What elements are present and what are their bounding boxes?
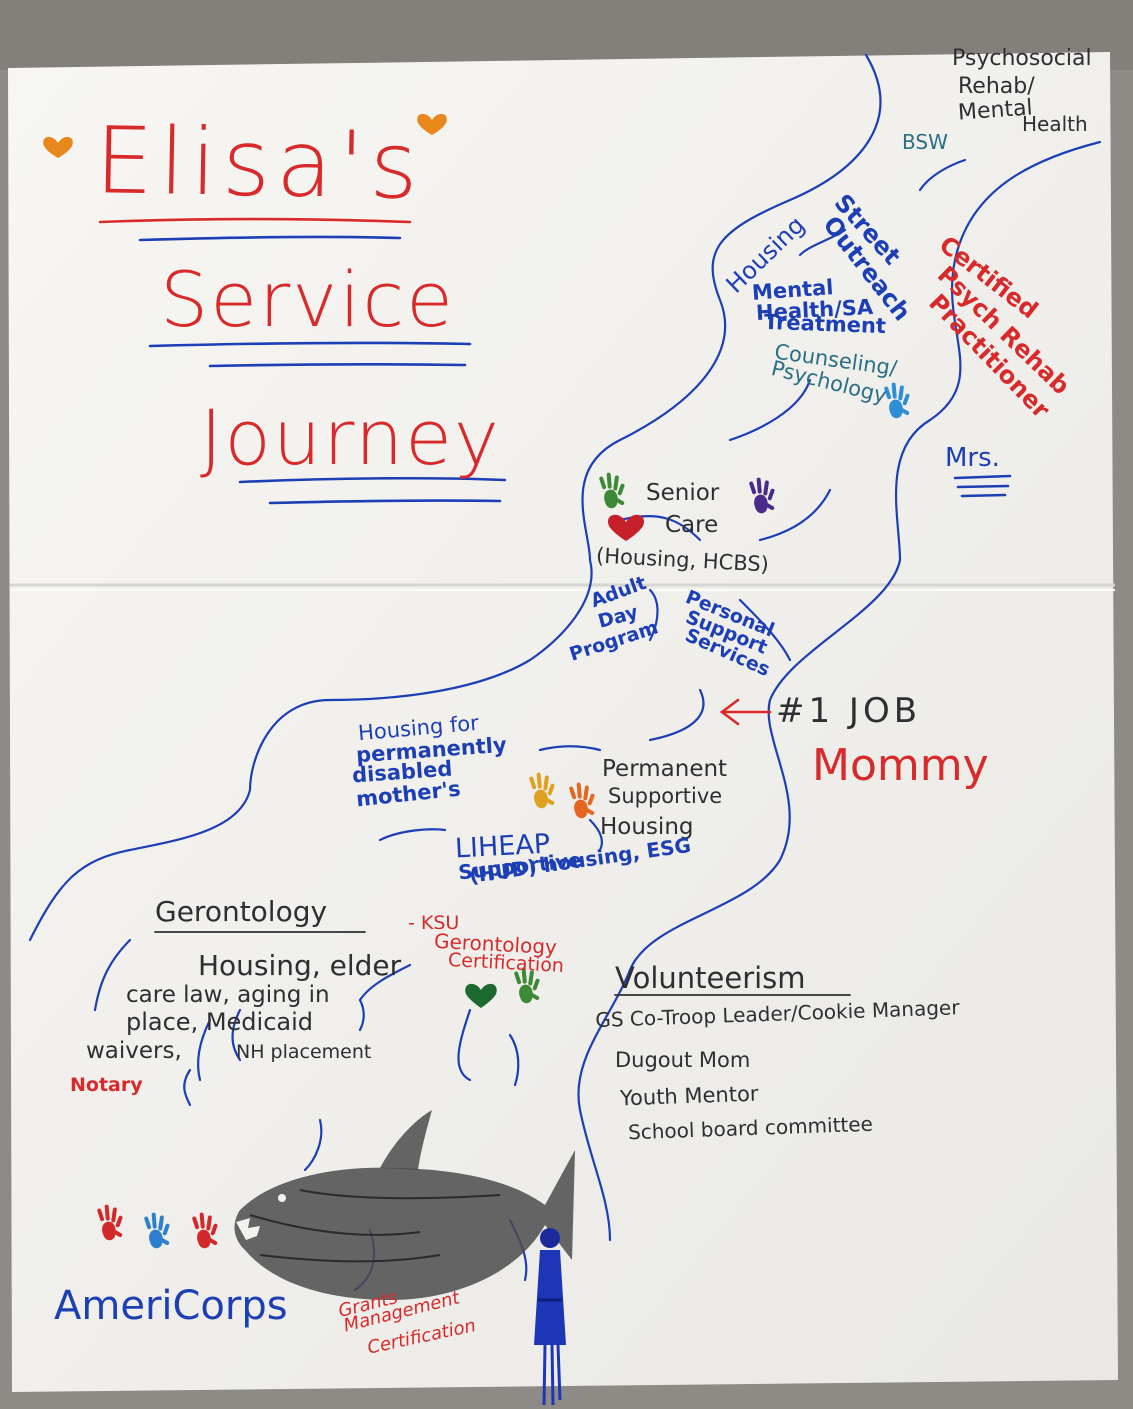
label-supportive: Supportive bbox=[608, 784, 723, 808]
vol-item-dugout-mom: Dugout Mom bbox=[615, 1048, 751, 1072]
label-psychosocial: Psychosocial bbox=[952, 46, 1092, 71]
label-nh-placement: NH placement bbox=[236, 1041, 372, 1063]
label-health: Health bbox=[1022, 112, 1088, 136]
label-waivers: waivers, bbox=[86, 1038, 182, 1064]
title-elisas: Elisa's bbox=[94, 107, 425, 220]
label-notary: Notary bbox=[70, 1074, 143, 1096]
label-gerontology: Gerontology bbox=[155, 895, 328, 928]
tassel-icon bbox=[534, 1228, 566, 1406]
label-care: Care bbox=[665, 512, 719, 538]
label-bsw: BSW bbox=[902, 130, 948, 154]
label-rehab: Rehab/ bbox=[958, 74, 1035, 99]
label-housing-psh: Housing bbox=[600, 814, 694, 840]
label-mommy: Mommy bbox=[812, 740, 989, 791]
label-mrs: Mrs. bbox=[945, 443, 1000, 473]
label-job: #1 JOB bbox=[776, 691, 922, 731]
orca-drawing-icon bbox=[234, 1110, 575, 1300]
title-journey: Journey bbox=[200, 393, 501, 482]
label-ksu: - KSU bbox=[408, 912, 460, 934]
label-americorps: AmeriCorps bbox=[54, 1283, 288, 1329]
title-service: Service bbox=[160, 255, 455, 344]
vol-item-youth-mentor: Youth Mentor bbox=[619, 1081, 759, 1111]
label-senior: Senior bbox=[646, 480, 720, 506]
label-place-medicaid: place, Medicaid bbox=[126, 1008, 314, 1036]
label-mental-health-sa-3: Treatment bbox=[763, 309, 887, 339]
label-volunteerism: Volunteerism bbox=[615, 961, 806, 995]
label-housing-elder: Housing, elder bbox=[198, 949, 402, 982]
label-care-law: care law, aging in bbox=[126, 982, 330, 1008]
label-permanent: Permanent bbox=[602, 756, 728, 782]
